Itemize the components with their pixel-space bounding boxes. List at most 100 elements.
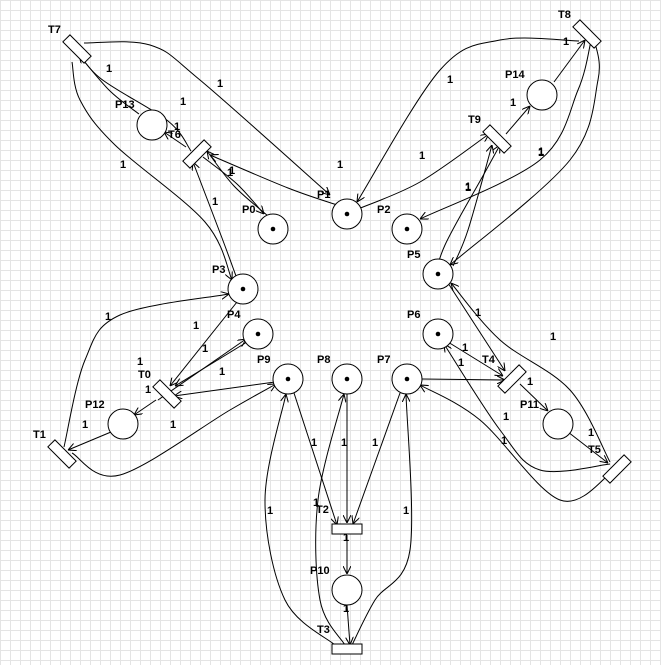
- transition-t1-label: T1: [33, 429, 46, 441]
- place-p6-label: P6: [407, 309, 420, 321]
- transition-t0[interactable]: [152, 379, 182, 409]
- arc-t3-p7-weight: 1: [403, 505, 409, 517]
- transition-t7-label: T7: [48, 24, 61, 36]
- arc-p1-t9: [357, 134, 489, 210]
- arc-p12-t1-weight: 1: [82, 419, 88, 431]
- arc-t8-p5-weight: 1: [538, 146, 544, 158]
- arc-p8-t2-weight: 1: [341, 437, 347, 449]
- arc-t9-p2-weight: 1: [465, 181, 471, 193]
- place-p2-label: P2: [377, 204, 390, 216]
- transition-t6-label: T6: [168, 129, 181, 141]
- arc-p7-t4: [421, 379, 505, 380]
- arc-p3-t6: [193, 162, 237, 277]
- arc-p9-t2-weight: 1: [311, 437, 317, 449]
- arc-p4-t0: [175, 341, 248, 386]
- arc-t8-p1: [357, 37, 580, 202]
- arc-t5-p6-weight: 1: [503, 411, 509, 423]
- arc-t5-p5-weight: 1: [550, 331, 556, 343]
- transition-t8-label: T8: [558, 9, 571, 21]
- arc-t3-p8-weight: 1: [313, 497, 319, 509]
- arc-t8-p2: [420, 40, 592, 219]
- place-p7-label: P7: [377, 354, 390, 366]
- transition-t7[interactable]: [62, 34, 92, 64]
- arc-t3-p7: [351, 394, 413, 646]
- arc-p14-t8: [553, 40, 585, 83]
- arc-t9-p14: [505, 106, 530, 135]
- transition-t9[interactable]: [482, 124, 512, 154]
- arc-p3-t0-weight: 1: [193, 320, 199, 332]
- arc-p1-t9-weight: 1: [419, 150, 425, 162]
- transition-t9-label: T9: [468, 114, 481, 126]
- place-p3-token: [240, 286, 246, 292]
- arc-t7-p3-weight: 1: [217, 78, 223, 90]
- arc-t6-p0: [202, 156, 264, 214]
- arc-t6-p13-weight: 1: [174, 121, 180, 133]
- place-p1-label: P1: [317, 189, 330, 201]
- arc-t1-p9-weight: 1: [170, 419, 176, 431]
- arc-t6-p13: [164, 132, 187, 148]
- arc-t3-p9: [264, 394, 336, 646]
- arc-t0-p12-weight: 1: [145, 384, 151, 396]
- arc-p5-t4: [447, 282, 505, 371]
- place-p5-label: P5: [407, 249, 420, 261]
- arc-p9-t2: [293, 392, 337, 525]
- place-p13-label: P13: [115, 99, 135, 111]
- arc-t0-p4-weight: 1: [137, 356, 143, 368]
- place-p10-label: P10: [310, 565, 330, 577]
- arc-p3-t6-weight: 1: [212, 196, 218, 208]
- transition-t5[interactable]: [602, 454, 632, 484]
- place-p3-label: P3: [212, 264, 225, 276]
- place-p8-token: [344, 376, 350, 382]
- place-p12-label: P12: [85, 399, 105, 411]
- place-p9-token: [285, 376, 291, 382]
- arc-t8-p2-weight: 1: [538, 147, 544, 159]
- arc-p1-t6: [210, 155, 338, 206]
- arc-t1-p9: [71, 384, 276, 477]
- arc-p7-t2: [353, 392, 401, 524]
- place-p2-token: [404, 226, 410, 232]
- arc-t5-p5: [451, 283, 611, 463]
- arc-p11-t5-weight: 1: [588, 427, 594, 439]
- arc-p0-t6-weight: 1: [227, 167, 233, 179]
- transition-t4-label: T4: [482, 354, 496, 366]
- arc-p9-t0: [174, 381, 276, 396]
- transition-t3-label: T3: [317, 624, 330, 636]
- arc-p3-t0: [170, 301, 238, 386]
- place-p0-token: [270, 226, 276, 232]
- arc-p11-t5: [567, 431, 608, 463]
- transition-t6[interactable]: [182, 139, 212, 169]
- arc-p10-t3-weight: 1: [343, 603, 349, 615]
- place-p13[interactable]: [136, 109, 168, 141]
- arc-t5-p6: [444, 344, 611, 473]
- arc-t8-p5: [450, 41, 600, 265]
- arc-p4-t0-weight: 1: [202, 343, 208, 355]
- transition-t8[interactable]: [572, 19, 602, 49]
- arc-p13-t7-weight: 1: [106, 63, 112, 75]
- arc-t3-p9-weight: 1: [267, 505, 273, 517]
- place-p9-label: P9: [257, 354, 270, 366]
- place-p5-token: [435, 271, 441, 277]
- arc-p14-t8-weight: 1: [563, 36, 569, 48]
- place-p12[interactable]: [107, 408, 139, 440]
- arc-t1-p3-weight: 1: [105, 311, 111, 323]
- arc-p5-t9-weight: 1: [465, 182, 471, 194]
- arc-t0-p12: [134, 399, 157, 415]
- transition-t3[interactable]: [331, 643, 363, 655]
- transition-t0-label: T0: [138, 369, 151, 381]
- place-p10[interactable]: [331, 574, 363, 606]
- arc-t7-p1-weight: 1: [120, 159, 126, 171]
- transition-t2[interactable]: [331, 523, 363, 535]
- place-p4-token: [255, 331, 261, 337]
- arc-t5-p7: [420, 385, 615, 502]
- arc-p7-t2-weight: 1: [372, 437, 378, 449]
- arc-t9-p14-weight: 1: [510, 97, 516, 109]
- arc-t5-p7-weight: 1: [501, 435, 507, 447]
- arc-t6-p0-weight: 1: [229, 165, 235, 177]
- place-p11[interactable]: [542, 408, 574, 440]
- place-p4-label: P4: [227, 309, 241, 321]
- transition-t1[interactable]: [47, 439, 77, 469]
- transition-t4[interactable]: [497, 364, 527, 394]
- arc-t6-t7-weight: 1: [180, 96, 186, 108]
- place-p14[interactable]: [526, 79, 558, 111]
